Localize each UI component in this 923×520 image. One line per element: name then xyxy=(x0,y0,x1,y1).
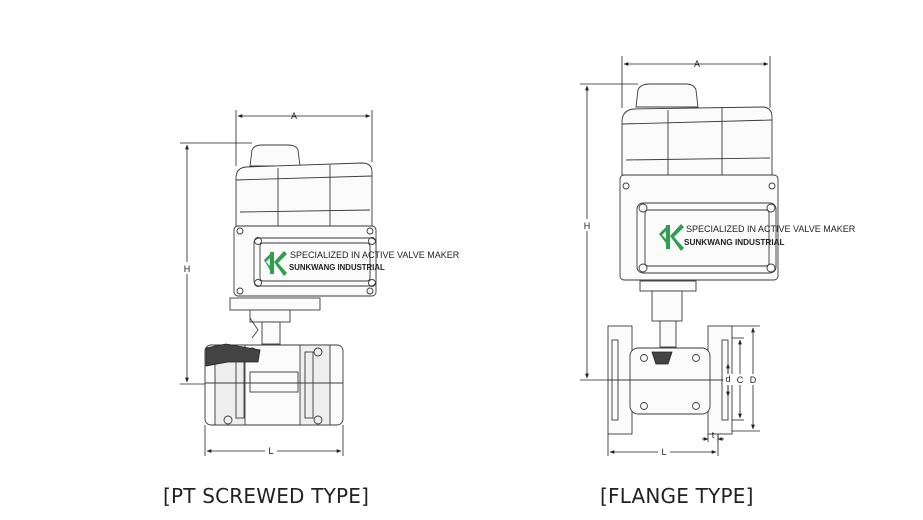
mounting-bracket xyxy=(229,297,321,311)
flange-bracket-neck xyxy=(651,290,683,322)
flange-nameplate-frame xyxy=(636,202,777,274)
dim-label-flange-d-small: d xyxy=(725,374,730,384)
flange-cutaway-section xyxy=(651,351,673,365)
cutaway-section xyxy=(205,343,261,367)
bracket-neck xyxy=(249,309,291,323)
flange-nameplate-brand: SUNKWANG INDUSTRIAL xyxy=(684,238,785,247)
caption-flange-type: [FLANGE TYPE] xyxy=(600,484,754,508)
flange-actuator-top-cap xyxy=(635,83,699,108)
flange-type-drawing: SPECIALIZED IN ACTIVE VALVE MAKER SUNKWA… xyxy=(580,56,856,457)
valve-stem xyxy=(261,321,281,345)
sunkwang-logo-icon xyxy=(264,251,287,276)
actuator-top-cap xyxy=(249,144,301,167)
dim-label-h-left: H xyxy=(184,264,191,274)
actuator-cover xyxy=(235,162,373,227)
flange-mounting-bracket xyxy=(639,280,697,292)
flange-nameplate-tagline: SPECIALIZED IN ACTIVE VALVE MAKER xyxy=(686,224,856,234)
flange-valve-stem xyxy=(659,320,677,348)
nameplate-brand: SUNKWANG INDUSTRIAL xyxy=(289,263,385,272)
caption-screwed-type: [PT SCREWED TYPE] xyxy=(163,484,370,508)
dim-label-a-right: A xyxy=(694,59,700,69)
screwed-type-drawing: SPECIALIZED IN ACTIVE VALVE MAKER SUNKWA… xyxy=(180,110,460,456)
flange-actuator-cover xyxy=(621,106,773,176)
dim-label-flange-t: t xyxy=(712,430,715,440)
dim-label-h-right: H xyxy=(584,221,591,231)
dim-label-flange-d: D xyxy=(750,375,757,385)
dim-label-l-left: L xyxy=(268,446,273,456)
flange-valve-body xyxy=(629,347,711,415)
dim-label-flange-c: C xyxy=(737,375,744,385)
flange-sunkwang-logo-icon xyxy=(659,224,684,251)
dim-label-l-right: L xyxy=(661,447,666,457)
nameplate-tagline: SPECIALIZED IN ACTIVE VALVE MAKER xyxy=(290,250,460,260)
dim-label-a-left: A xyxy=(291,111,297,121)
end-cap-right xyxy=(299,344,331,426)
